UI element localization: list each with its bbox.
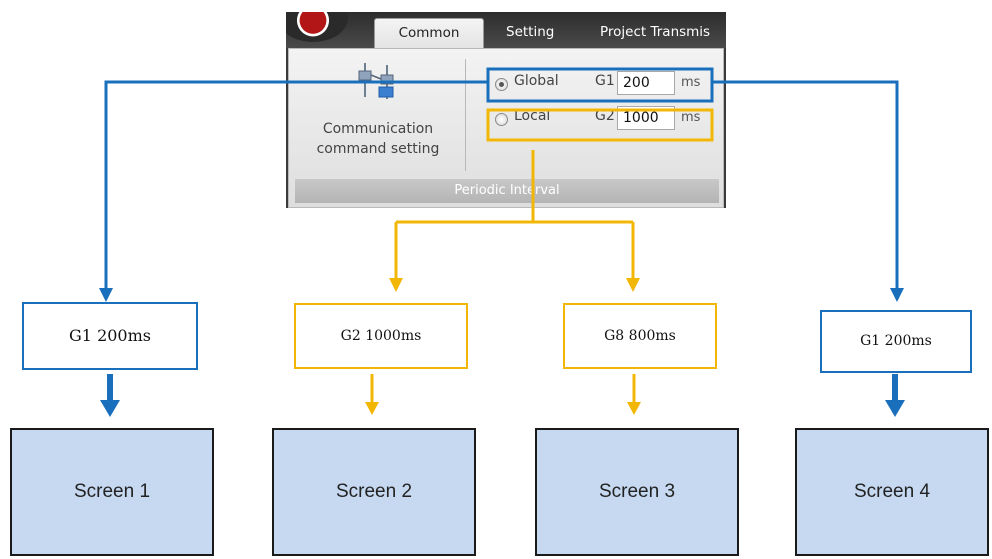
interval-box-2: G2 1000ms	[294, 303, 468, 369]
blue-down-arrowhead-1	[100, 400, 120, 417]
screen-3: Screen 3	[535, 428, 739, 556]
blue-connector-left	[104, 80, 488, 292]
tab-setting[interactable]: Setting	[506, 24, 555, 40]
periodic-interval-group-label: Periodic Interval	[295, 179, 719, 203]
communication-command-label[interactable]: Communication command setting	[303, 119, 453, 159]
global-row-highlight	[486, 67, 714, 103]
gold-down-arrowhead-2	[365, 402, 379, 415]
screen-1: Screen 1	[10, 428, 214, 556]
command-label-line1: Communication	[322, 121, 434, 137]
communication-command-icon[interactable]	[357, 63, 397, 101]
global-unit: ms	[681, 75, 701, 90]
screen-3-label: Screen 3	[598, 481, 676, 502]
blue-connector-right	[712, 80, 899, 292]
interval-box-1: G1 200ms	[22, 302, 198, 370]
screen-4-label: Screen 4	[853, 481, 931, 502]
tab-common[interactable]: Common	[374, 18, 484, 49]
global-radio[interactable]	[495, 78, 508, 91]
screen-1-label: Screen 1	[73, 481, 151, 502]
blue-down-arrowhead-4	[885, 400, 905, 417]
ribbon-panel: Communication command setting Global G1 …	[288, 48, 724, 208]
tab-project-transmission[interactable]: Project Transmis	[600, 24, 711, 40]
local-label: Local	[514, 108, 551, 124]
gold-arrowhead-3	[626, 278, 640, 292]
interval-box-3: G8 800ms	[563, 303, 717, 369]
gold-down-arrowhead-3	[627, 402, 641, 415]
blue-arrowhead-4	[890, 288, 904, 302]
global-interval-input[interactable]: 200	[617, 71, 675, 95]
group-separator	[465, 59, 466, 171]
local-group-name: G2	[595, 108, 615, 124]
screen-2: Screen 2	[272, 428, 476, 556]
gold-arrowhead-2	[389, 278, 403, 292]
blue-arrowhead-1	[99, 288, 113, 302]
global-label: Global	[514, 73, 559, 89]
command-label-line2: command setting	[316, 141, 440, 157]
screen-2-label: Screen 2	[335, 481, 413, 502]
global-group-name: G1	[595, 73, 615, 89]
local-row-highlight	[486, 108, 714, 142]
interval-box-4: G1 200ms	[820, 310, 972, 373]
screen-4: Screen 4	[795, 428, 989, 556]
local-unit: ms	[681, 110, 701, 125]
local-radio[interactable]	[495, 113, 508, 126]
ribbon-tab-bar: Common Setting Project Transmis	[286, 12, 726, 49]
